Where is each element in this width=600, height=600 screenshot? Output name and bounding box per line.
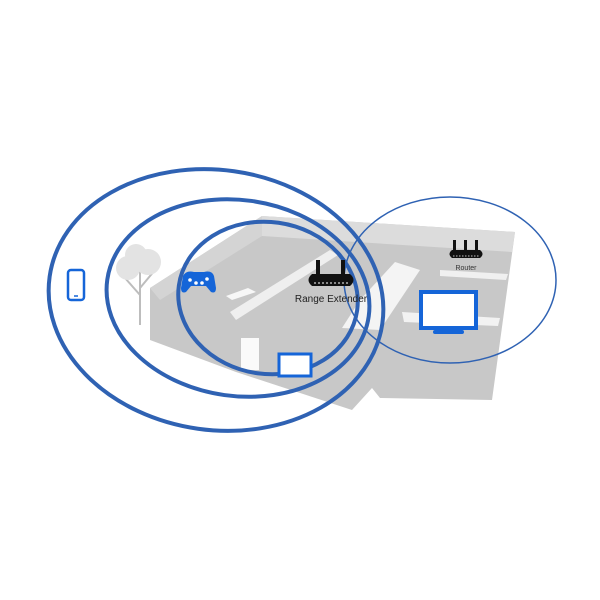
doorway (241, 338, 259, 370)
range-extender-icon (308, 260, 354, 286)
doorway (226, 288, 256, 300)
room-divider-wall (230, 250, 338, 320)
room-divider-wall (440, 270, 508, 280)
tablet-icon (277, 352, 313, 378)
range-extender-label: Range Extender (295, 294, 368, 305)
left-wall (150, 216, 262, 300)
signal-ring-middle (104, 197, 372, 399)
smartphone-icon (66, 268, 86, 302)
signal-ring-outer (46, 167, 386, 433)
router-icon (449, 240, 483, 258)
router-label: Router (455, 265, 477, 272)
television-icon (419, 290, 478, 334)
tree-icon (116, 244, 161, 325)
signal-ring-inner (176, 219, 360, 377)
game-controller-icon (181, 271, 216, 293)
house-floorplan (150, 216, 515, 410)
back-wall (262, 216, 515, 252)
